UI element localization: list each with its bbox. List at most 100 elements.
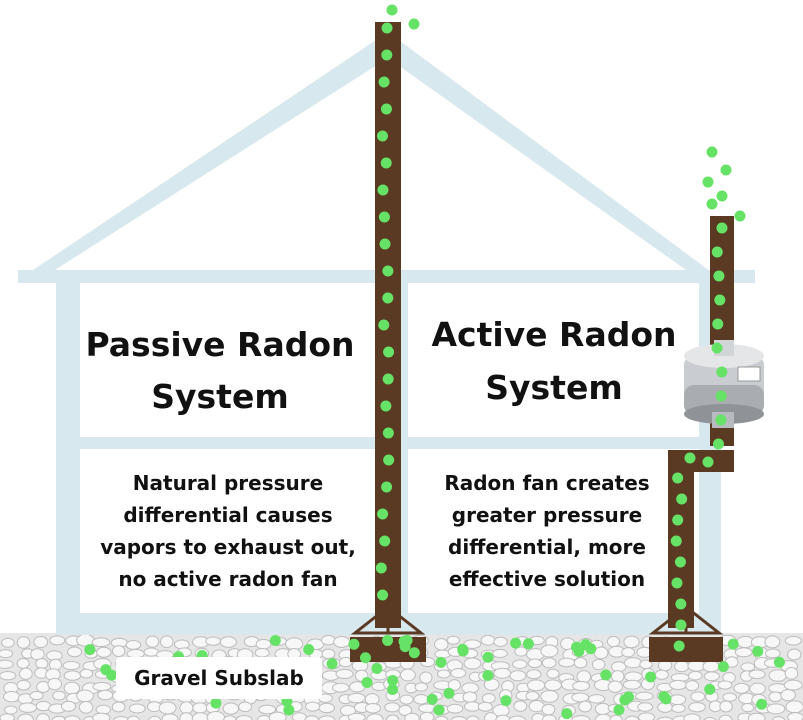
- radon-bubble: [387, 684, 399, 696]
- gravel-stone: [683, 713, 701, 720]
- radon-bubble: [773, 656, 785, 668]
- active-pipe-base: [649, 637, 723, 662]
- gravel-stone: [318, 715, 336, 720]
- gravel-stone: [525, 691, 540, 701]
- radon-bubble: [674, 556, 686, 568]
- gravel-stone: [764, 635, 781, 649]
- gravel-stone: [331, 682, 350, 693]
- gravel-stone: [36, 681, 50, 694]
- radon-bubble: [381, 481, 393, 493]
- gravel-stone: [546, 668, 560, 679]
- gravel-stone: [741, 703, 755, 713]
- gravel-stone: [624, 715, 640, 720]
- gravel-stone: [780, 689, 796, 702]
- gravel-stone: [347, 692, 366, 704]
- active-desc-line1: Radon fan creates: [444, 471, 650, 495]
- gravel-stone: [766, 703, 786, 715]
- gravel-stone: [414, 682, 429, 692]
- radon-bubble: [711, 342, 723, 354]
- gravel-stone: [29, 690, 44, 701]
- radon-bubble: [510, 637, 522, 649]
- gravel-stone: [254, 647, 270, 658]
- gravel-stone: [688, 670, 703, 681]
- gravel-stone: [637, 712, 656, 720]
- gravel-stone: [285, 637, 304, 651]
- gravel-stone: [97, 689, 114, 701]
- gravel-stone: [765, 648, 781, 659]
- gravel-stone: [238, 701, 252, 713]
- radon-bubble: [382, 427, 394, 439]
- radon-bubble: [408, 647, 420, 659]
- radon-bubble: [712, 438, 724, 450]
- gravel-stone: [622, 679, 642, 690]
- active-title-line1: Active Radon: [431, 315, 677, 354]
- gravel-stone: [690, 691, 706, 702]
- gravel-stone: [493, 667, 512, 679]
- gravel-stone: [512, 659, 528, 670]
- gravel-stone: [18, 702, 38, 713]
- gravel-stone: [450, 668, 467, 679]
- gravel-stone: [0, 670, 17, 681]
- radon-bubble: [269, 635, 281, 647]
- gravel-stone: [654, 669, 669, 680]
- gravel-stone: [544, 679, 562, 692]
- gravel-stone: [783, 679, 803, 691]
- gravel-stone: [611, 670, 625, 683]
- gravel-stone: [493, 636, 508, 647]
- gravel-stone: [578, 700, 593, 713]
- gravel-stone: [318, 702, 335, 714]
- radon-bubble: [378, 211, 390, 223]
- gravel-stone: [96, 646, 112, 658]
- gravel-stone: [235, 715, 253, 720]
- gravel-stone: [320, 634, 336, 646]
- radon-bubble: [382, 373, 394, 385]
- gravel-stone: [91, 637, 111, 648]
- gravel-stone: [16, 658, 30, 669]
- radon-bubble: [684, 452, 696, 464]
- radon-bubble: [706, 146, 718, 158]
- gravel-stone: [16, 636, 31, 649]
- radon-bubble: [734, 210, 746, 222]
- radon-bubble: [716, 366, 728, 378]
- radon-bubble: [377, 508, 389, 520]
- radon-bubble: [716, 222, 728, 234]
- gravel-stone: [450, 716, 468, 720]
- radon-bubble: [377, 184, 389, 196]
- gravel-stone: [52, 690, 66, 701]
- radon-bubble: [715, 414, 727, 426]
- gravel-stone: [477, 701, 493, 712]
- gravel-stone: [419, 711, 435, 720]
- radon-bubble: [433, 704, 445, 716]
- passive-desc-line1: Natural pressure: [132, 471, 324, 495]
- active-desc-line3: differential, more: [448, 535, 646, 559]
- gravel-stone: [419, 671, 433, 684]
- gravel-stone: [400, 668, 416, 682]
- gravel-stone: [51, 715, 68, 720]
- gravel-stone: [768, 669, 788, 682]
- gravel-stone: [321, 648, 336, 660]
- gravel-stone: [76, 633, 95, 647]
- radon-bubble: [386, 4, 398, 16]
- gravel-stone: [161, 713, 179, 720]
- subslab-label: Gravel Subslab: [134, 666, 304, 690]
- subslab-label-card: Gravel Subslab: [116, 657, 322, 699]
- passive-title-line2: System: [151, 377, 289, 416]
- radon-bubble: [713, 270, 725, 282]
- radon-bubble: [359, 652, 371, 664]
- radon-bubble: [671, 577, 683, 589]
- gravel-stone: [740, 662, 756, 672]
- radon-bubble: [522, 638, 534, 650]
- gravel-stone: [67, 646, 83, 658]
- radon-bubble: [720, 164, 732, 176]
- radon-bubble: [500, 695, 512, 707]
- active-title-line2: System: [485, 368, 623, 407]
- gravel-stone: [508, 715, 527, 720]
- gravel-stone: [669, 679, 688, 690]
- gravel-stone: [35, 658, 49, 670]
- gravel-stone: [484, 712, 498, 720]
- radon-bubble: [482, 669, 494, 681]
- gravel-stone: [16, 679, 31, 691]
- gravel-stone: [787, 712, 803, 720]
- gravel-stone: [112, 716, 130, 720]
- radon-bubble: [100, 664, 112, 676]
